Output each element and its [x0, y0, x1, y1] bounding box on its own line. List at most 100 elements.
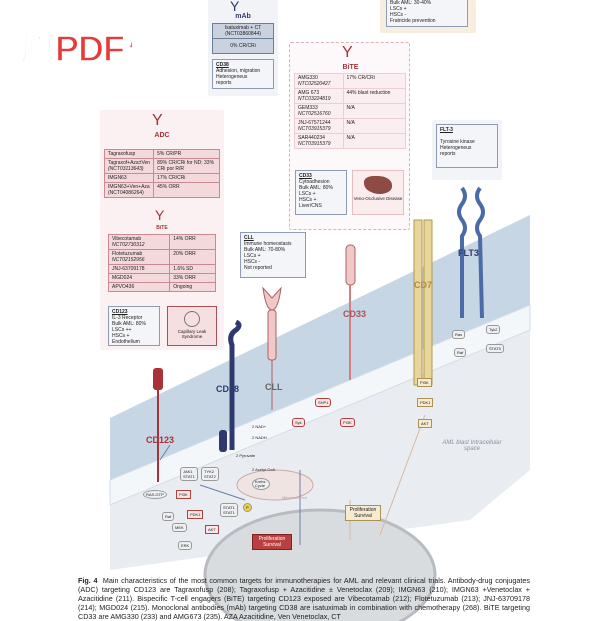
akt-cd7-node: AKT — [418, 419, 432, 428]
pi3k-cd7-node: PI3K — [417, 378, 432, 387]
raf-node: Raf — [162, 512, 175, 521]
ras-flt3-node: Ras — [452, 330, 466, 339]
flt3-receptor — [457, 186, 485, 319]
tyk2-flt3-node: Tyk2 — [486, 325, 501, 334]
cll-receptor — [262, 286, 282, 410]
info-line: Fratricide prevention — [390, 18, 436, 24]
intracellular-space-label: AML blast Intracellular space — [442, 440, 502, 452]
cd7-info-box: Bulk AML: 30-40% LSCs + HSCs - Fratricid… — [386, 0, 468, 27]
akt-node: AKT — [205, 525, 219, 534]
stat5-node: STAT5 — [486, 344, 504, 353]
info-line: HSCs - — [390, 12, 407, 18]
krebs-cycle-label: Krebs Cycle — [252, 478, 270, 490]
watermark: 原PDF檔 — [19, 27, 161, 70]
proliferation-survival-tan: Proliferation Survival — [345, 505, 381, 521]
pyruvate-label: 2 Pyruvate — [236, 453, 256, 458]
liver-icon — [364, 176, 392, 194]
table-row: IMGN63+Ven+Aza(NCT04086264)45% ORR — [103, 182, 220, 198]
pdk1-node: PDK1 — [187, 510, 204, 519]
adc-title: ADC — [154, 132, 170, 139]
cd38-label: CD38 — [216, 384, 240, 394]
info-line: Bulk AML: 30-40% — [390, 0, 432, 6]
info-line: LSCs + — [390, 6, 407, 12]
pdk1-cd7-node: PDK1 — [417, 398, 434, 407]
cll-label: CLL — [265, 382, 283, 392]
cd7-label: CD7 — [414, 280, 433, 290]
nad-label: 2 NAD+ — [252, 424, 267, 429]
trial-name: Isatuximab + CT (NCT03860844) — [212, 23, 274, 39]
cd38-receptor — [219, 319, 242, 452]
info-title: CD123 — [112, 309, 128, 315]
mab-title: mAb — [235, 13, 251, 20]
proliferation-survival-red: Proliferation Survival — [252, 534, 292, 550]
nadh-label: 2 NADH — [252, 435, 267, 440]
info-title: CLL — [244, 235, 254, 241]
mitochondrion-label: Mitochondrion — [282, 495, 308, 500]
bite-title: BiTE — [156, 225, 168, 231]
info-line: Heterogeneus — [216, 74, 248, 80]
info-title: CD33 — [299, 173, 312, 179]
adc-icon: Y — [152, 112, 163, 129]
pi3k-cd33-node: PI3K — [340, 418, 355, 427]
shp1-node: SHP1 — [315, 398, 332, 407]
info-title: CD38 — [216, 62, 229, 68]
info-line: Adhesion, migration — [216, 68, 261, 74]
info-line: reports — [216, 80, 232, 86]
cd123-receptor — [153, 368, 163, 482]
figure-number: Fig. 4 — [78, 576, 98, 585]
trial-result: 0% CR/CRi — [212, 38, 274, 54]
phosphate-icon: P — [243, 503, 252, 512]
capillary-toxicity-box: Capillary Leak Syndrome — [167, 306, 217, 346]
pi3k-node: PI3K — [176, 490, 191, 499]
cd33-receptor — [345, 244, 356, 380]
cd7-panel: Bulk AML: 30-40% LSCs + HSCs - Fratricid… — [380, 0, 476, 33]
info-title: FLT-3 — [440, 127, 453, 133]
liver-toxicity-box: Veno-Occlusive Disease — [352, 170, 404, 215]
bite-icon: Y — [342, 44, 353, 61]
erk-node: ERK — [178, 541, 193, 550]
antibody-icon: Y — [230, 0, 240, 14]
cytoplasm — [110, 330, 530, 570]
figure-caption: Fig. 4 Main characteristics of the most … — [78, 576, 530, 621]
cd38-mab-panel: Y mAb Isatuximab + CT (NCT03860844) 0% C… — [208, 0, 278, 96]
toxicity-label: Veno-Occlusive Disease — [353, 196, 403, 201]
mab-trials-table: Isatuximab + CT (NCT03860844) 0% CR/CRi — [212, 23, 274, 54]
raf-flt3-node: Raf — [454, 348, 467, 357]
table-row: Tagraxof+Aza±Ven(NCT03113643)89% CR/CRi … — [103, 158, 220, 174]
caption-text: Main characteristics of the most common … — [78, 576, 530, 621]
syk-node: Syk — [292, 418, 305, 427]
flt3-label: FLT3 — [458, 248, 479, 258]
acetyl-coa-label: 2 Acetyl-CoA — [252, 467, 276, 472]
ras-gtp-node: RAS-GTP — [143, 490, 167, 499]
cd33-label: CD33 — [343, 309, 367, 319]
cd38-info-box: CD38 Adhesion, migration Heterogeneus re… — [212, 59, 274, 89]
bite-title: BiTE — [342, 64, 359, 71]
toxicity-label: Capillary Leak Syndrome — [177, 329, 207, 339]
mitochondrion — [236, 469, 314, 501]
capillary-icon — [184, 311, 200, 327]
